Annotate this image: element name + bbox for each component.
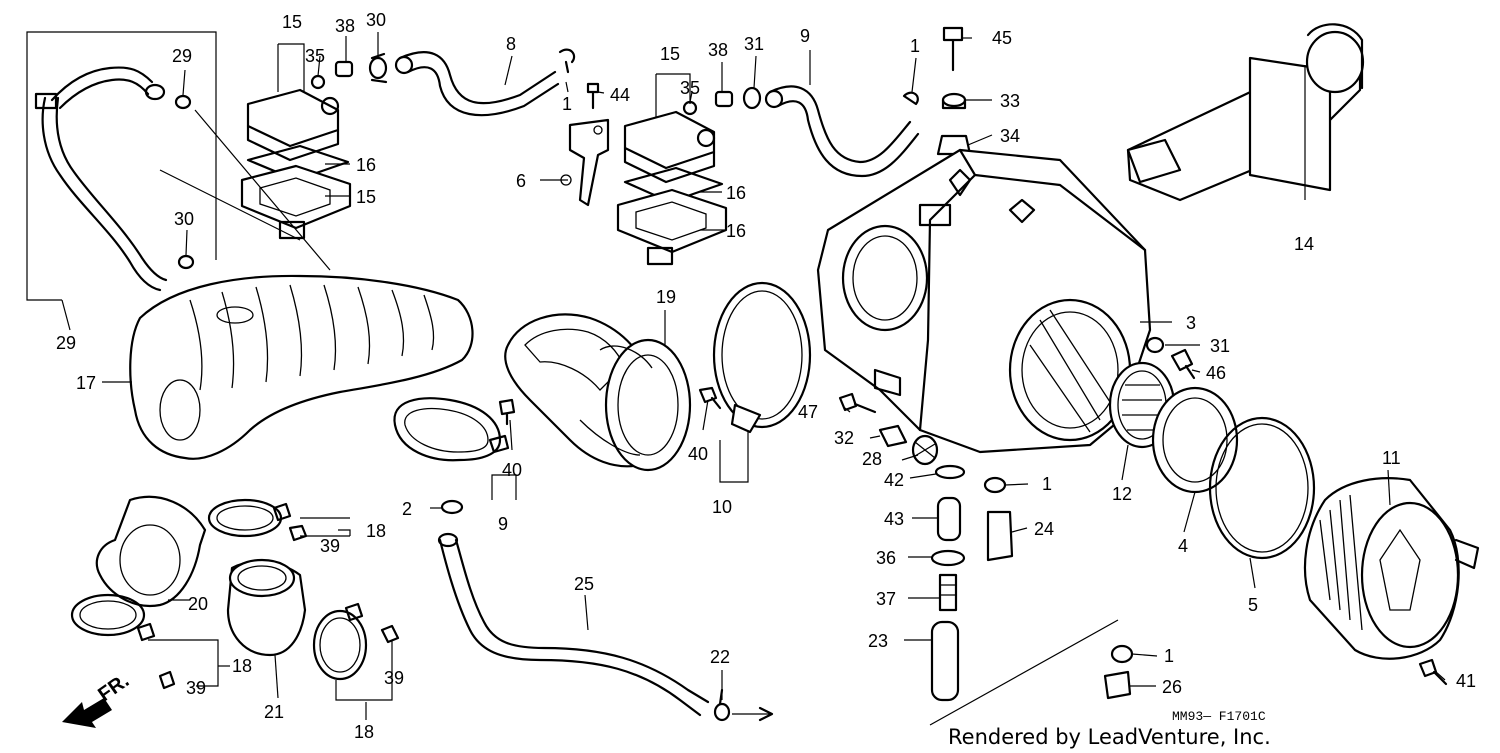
callout-43: 43 (884, 509, 904, 529)
callout-38: 38 (708, 40, 728, 60)
callout-1: 1 (1042, 474, 1052, 494)
callout-46: 46 (1206, 363, 1226, 383)
callout-39: 39 (384, 668, 404, 688)
callout-16: 16 (356, 155, 376, 175)
callout-27: 29 (56, 333, 76, 353)
callout-18: 18 (354, 722, 374, 742)
callout-5: 5 (1248, 595, 1258, 615)
callout-17: 17 (76, 373, 96, 393)
callout-labels: 29 30 29 17 15 35 38 30 8 16 15 1 44 6 1… (56, 10, 1476, 742)
bolt-45-collar-33-grommet-34 (936, 26, 972, 156)
callout-36: 36 (876, 548, 896, 568)
reed-valve-left (240, 88, 352, 240)
breather-hose-27 (26, 31, 217, 301)
callout-30: 30 (366, 10, 386, 30)
clip-1-and-part-26 (1103, 644, 1134, 700)
hose-8 (764, 85, 920, 178)
callout-47: 47 (798, 402, 818, 422)
callout-44: 44 (610, 85, 630, 105)
diagram-code: MM93— F1701C (1172, 709, 1266, 724)
callout-32: 32 (834, 428, 854, 448)
bolts-31-46 (1145, 336, 1196, 380)
callout-16: 16 (726, 183, 746, 203)
callout-18: 18 (366, 521, 386, 541)
callout-25: 25 (574, 574, 594, 594)
callout-20: 20 (188, 594, 208, 614)
callout-14: 15 (660, 44, 680, 64)
clamp-9-and-screws-40 (393, 386, 722, 462)
callout-15: 16 (726, 221, 746, 241)
callout-22: 22 (710, 647, 730, 667)
callout-11: 11 (1382, 448, 1401, 468)
callout-19: 19 (656, 287, 676, 307)
callout-4: 4 (1178, 536, 1188, 556)
callout-28: 28 (862, 449, 882, 469)
callout-9: 9 (498, 514, 508, 534)
intake-boot-19 (504, 313, 692, 472)
fittings-left (310, 52, 388, 90)
callout-40: 40 (502, 460, 522, 480)
callout-40: 40 (688, 444, 708, 464)
callout-6: 6 (516, 171, 526, 191)
callout-1: 1 (1164, 646, 1174, 666)
screw-41 (1418, 658, 1448, 686)
callout-3: 3 (1186, 313, 1196, 333)
screen-12-and-ring-4 (1108, 361, 1239, 494)
drain-tubes (929, 496, 1119, 726)
callout-10: 10 (712, 497, 732, 517)
clip-29-parts (174, 94, 195, 270)
callout-34: 34 (1000, 126, 1020, 146)
callout-8: 9 (800, 26, 810, 46)
callout-7: 8 (506, 34, 516, 54)
clip-22 (713, 688, 774, 722)
callout-39: 39 (320, 536, 340, 556)
leader-lines (61, 32, 1446, 720)
o-ring-5 (1208, 416, 1316, 560)
callout-41: 41 (1456, 671, 1476, 691)
callout-13: 14 (1294, 234, 1314, 254)
callout-31: 31 (1210, 336, 1230, 356)
callout-1: 1 (910, 36, 920, 56)
front-direction-arrow (62, 698, 112, 728)
callout-15: 15 (356, 187, 376, 207)
callout-23: 23 (868, 631, 888, 651)
callout-33: 33 (1000, 91, 1020, 111)
callout-18: 18 (232, 656, 252, 676)
air-cleaner-cover-17 (129, 274, 474, 460)
filter-element-11 (1303, 477, 1480, 660)
air-cleaner-case-3 (816, 148, 1152, 454)
reed-valve-right (616, 110, 728, 266)
callout-29: 29 (172, 46, 192, 66)
callout-14: 15 (282, 12, 302, 32)
callout-45: 45 (992, 28, 1012, 48)
callout-2: 2 (402, 499, 412, 519)
callout-39: 39 (186, 678, 206, 698)
callout-29: 30 (174, 209, 194, 229)
callout-35: 35 (305, 46, 325, 66)
callout-38: 38 (335, 16, 355, 36)
callout-26: 26 (1162, 677, 1182, 697)
clamps-18-and-tubes-20-21 (70, 495, 400, 690)
intake-duct-13 (1126, 23, 1365, 202)
callout-12: 12 (1112, 484, 1132, 504)
callout-42: 42 (884, 470, 904, 490)
clamp-band-10 (712, 281, 812, 434)
callout-24: 24 (1034, 519, 1054, 539)
callout-21: 21 (264, 702, 284, 722)
callout-37: 37 (876, 589, 896, 609)
callout-1: 1 (562, 94, 572, 114)
callout-35: 35 (680, 78, 700, 98)
hose-25-and-clip-2 (437, 499, 710, 717)
callout-30: 31 (744, 34, 764, 54)
render-credit: Rendered by LeadVenture, Inc. (948, 725, 1271, 749)
hose-7 (394, 48, 576, 117)
